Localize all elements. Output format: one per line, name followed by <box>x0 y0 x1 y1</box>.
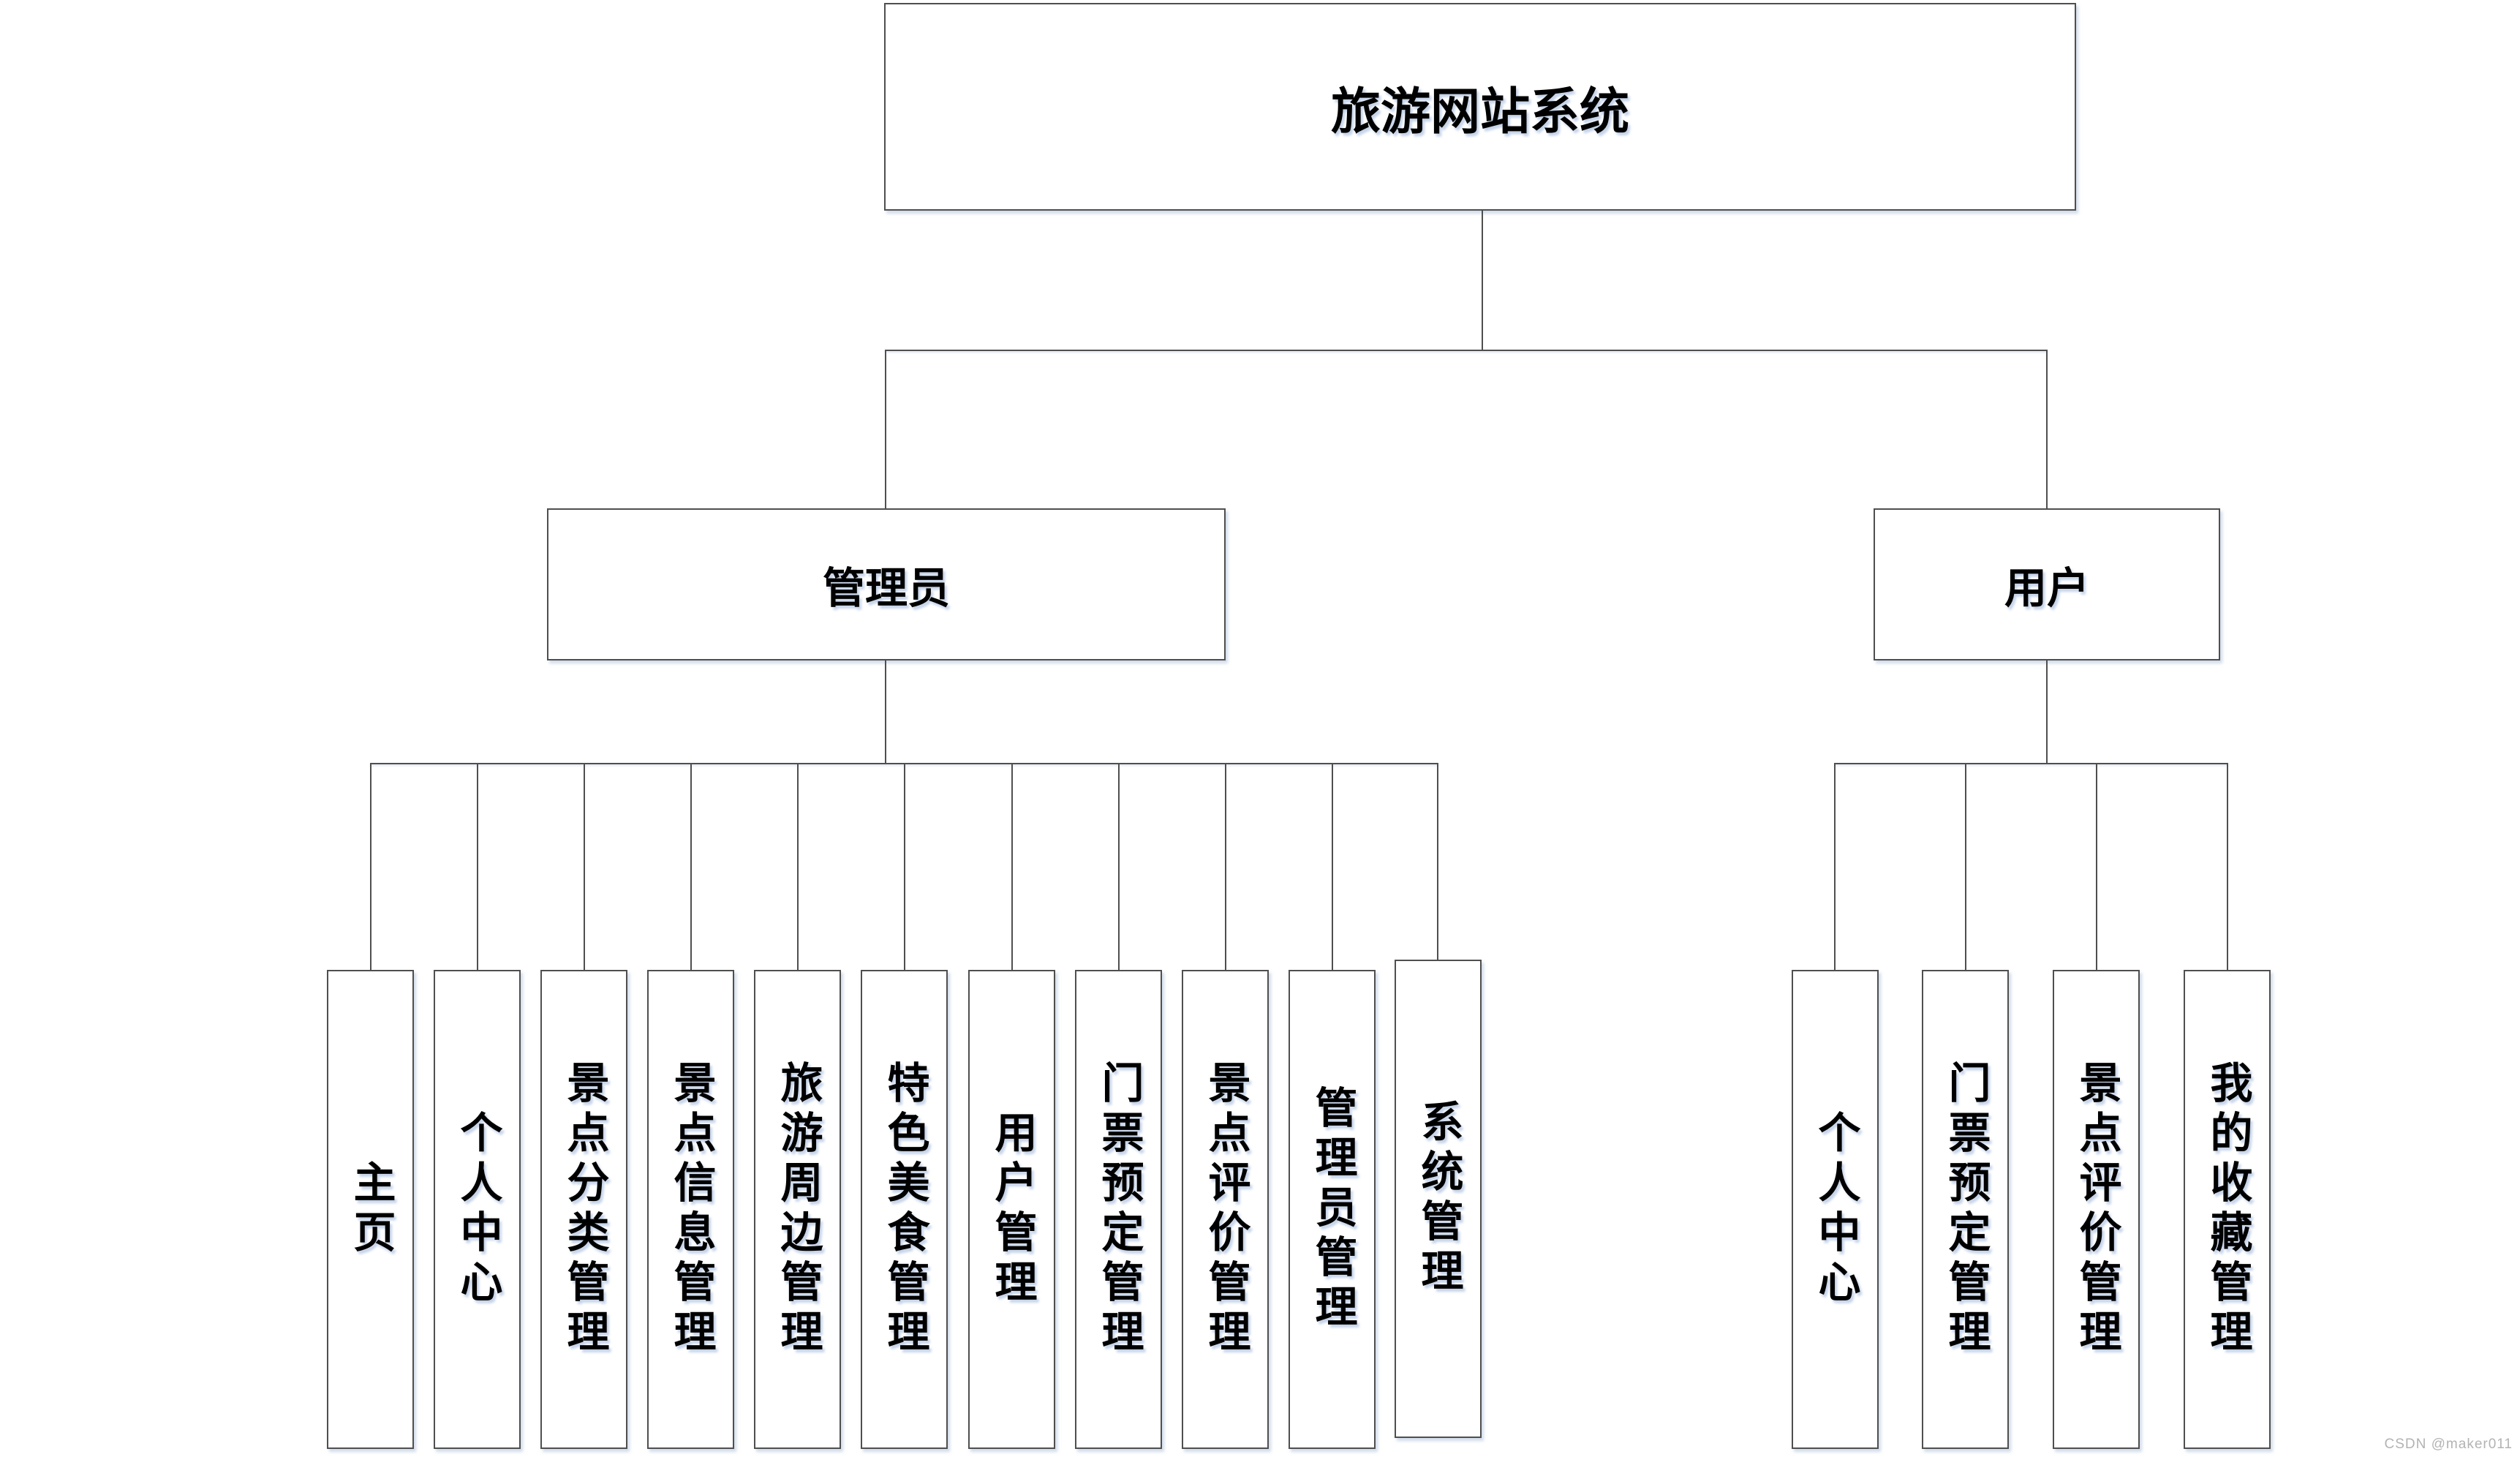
connector-user-rail <box>1834 763 2228 764</box>
leaf-label: 门票预定管理 <box>1095 1060 1143 1359</box>
leaf-node-admin-home: 主页 <box>327 970 414 1449</box>
branch-node-admin: 管理员 <box>547 508 1226 660</box>
connector-drop-user <box>2046 350 2048 508</box>
leaf-label: 景点评价管理 <box>2072 1060 2121 1359</box>
connector-user-stub <box>2046 660 2048 763</box>
leaf-node-admin-user-mgmt: 用户管理 <box>968 970 1055 1449</box>
connector-root-trunk <box>1482 211 1483 350</box>
leaf-node-admin-spot-info-mgmt: 景点信息管理 <box>647 970 734 1449</box>
connector-drop-admin <box>885 350 886 508</box>
leaf-node-user-personal-center: 个人中心 <box>1792 970 1879 1449</box>
connector-admin-child-drop <box>1332 763 1333 970</box>
connector-admin-child-drop <box>1225 763 1226 970</box>
leaf-node-admin-personal-center: 个人中心 <box>434 970 521 1449</box>
leaf-node-admin-special-food-mgmt: 特色美食管理 <box>861 970 948 1449</box>
leaf-label: 个人中心 <box>453 1110 502 1309</box>
leaf-label: 个人中心 <box>1811 1110 1860 1309</box>
connector-admin-child-drop <box>1118 763 1120 970</box>
connector-user-child-drop <box>2096 763 2097 970</box>
branch-user-label: 用户 <box>2004 565 2089 612</box>
leaf-node-admin-spot-category-mgmt: 景点分类管理 <box>540 970 627 1449</box>
leaf-label: 景点分类管理 <box>560 1060 608 1359</box>
leaf-label: 系统管理 <box>1414 1099 1463 1298</box>
branch-admin-label: 管理员 <box>822 565 950 612</box>
leaf-node-admin-spot-review-mgmt: 景点评价管理 <box>1182 970 1269 1449</box>
connector-user-child-drop <box>2227 763 2228 970</box>
connector-admin-child-drop <box>477 763 478 970</box>
branch-node-user: 用户 <box>1874 508 2220 660</box>
leaf-label: 旅游周边管理 <box>774 1060 822 1359</box>
leaf-label: 主页 <box>347 1159 395 1260</box>
leaf-label: 用户管理 <box>988 1110 1036 1309</box>
connector-admin-child-drop <box>904 763 905 970</box>
leaf-label: 特色美食管理 <box>880 1060 929 1359</box>
leaf-node-user-spot-review-mgmt: 景点评价管理 <box>2053 970 2140 1449</box>
connector-admin-stub <box>885 660 886 763</box>
leaf-label: 门票预定管理 <box>1942 1060 1990 1359</box>
leaf-node-admin-administrator-mgmt: 管理员管理 <box>1289 970 1376 1449</box>
leaf-node-user-my-favorites-mgmt: 我的收藏管理 <box>2184 970 2271 1449</box>
root-node: 旅游网站系统 <box>884 3 2076 211</box>
leaf-node-admin-ticket-booking-mgmt: 门票预定管理 <box>1075 970 1162 1449</box>
leaf-node-admin-travel-surroundings-mgmt: 旅游周边管理 <box>754 970 841 1449</box>
connector-admin-child-drop <box>690 763 692 970</box>
connector-admin-child-drop <box>797 763 799 970</box>
connector-admin-child-drop <box>370 763 371 970</box>
leaf-node-user-ticket-booking-mgmt: 门票预定管理 <box>1922 970 2009 1449</box>
connector-user-child-drop <box>1834 763 1836 970</box>
leaf-label: 景点评价管理 <box>1201 1060 1250 1359</box>
leaf-label: 我的收藏管理 <box>2203 1060 2252 1359</box>
connector-admin-child-drop <box>1011 763 1013 970</box>
leaf-label: 管理员管理 <box>1308 1085 1357 1334</box>
connector-user-child-drop <box>1965 763 1966 970</box>
connector-branch-split <box>885 350 2048 351</box>
connector-admin-child-drop <box>584 763 585 970</box>
connector-admin-child-drop <box>1437 763 1438 960</box>
leaf-label: 景点信息管理 <box>667 1060 715 1359</box>
leaf-node-admin-system-mgmt: 系统管理 <box>1395 960 1482 1438</box>
csdn-watermark: CSDN @maker011 <box>2384 1437 2513 1452</box>
root-node-label: 旅游网站系统 <box>1330 83 1629 140</box>
